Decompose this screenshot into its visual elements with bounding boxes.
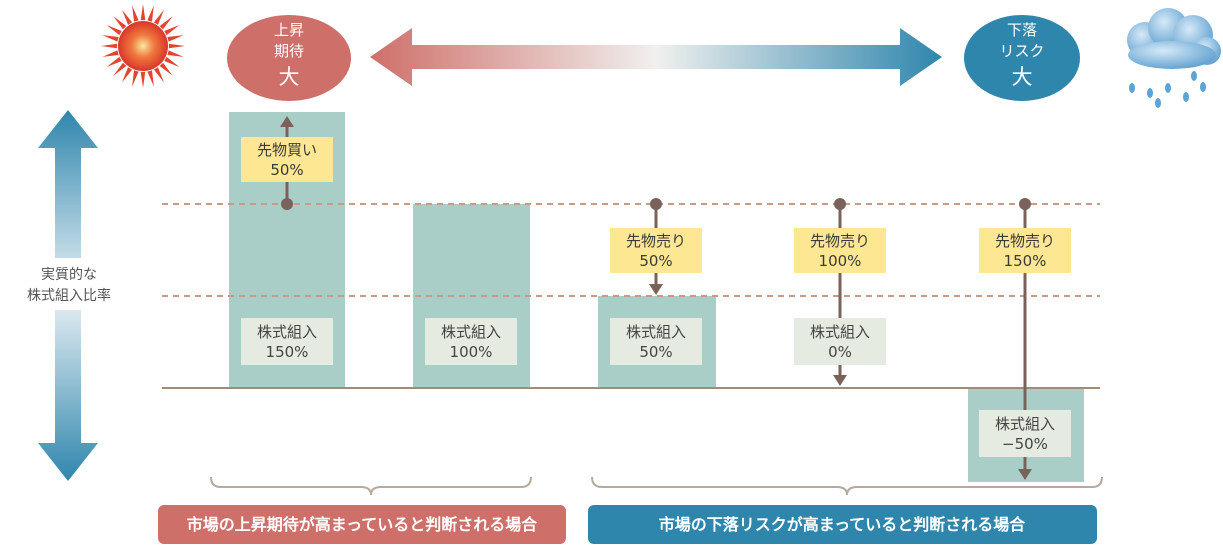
- svg-text:0%: 0%: [828, 343, 852, 361]
- sun-ray: [167, 35, 184, 42]
- sun-ray: [106, 25, 122, 36]
- sun-ray: [102, 50, 119, 57]
- sun-ray: [113, 62, 127, 76]
- sun-icon: [101, 4, 185, 88]
- sun-ray: [167, 50, 184, 57]
- svg-text:100%: 100%: [819, 252, 862, 270]
- banner-upside: 市場の上昇期待が高まっていると判断される場合: [158, 505, 566, 544]
- sun-ray: [147, 70, 154, 87]
- svg-text:50%: 50%: [270, 161, 303, 179]
- sun-ray: [153, 67, 164, 83]
- upside-expectation-bubble: 上昇 期待 大: [223, 11, 355, 105]
- sun-ray: [140, 4, 146, 21]
- upside-bubble-line3: 大: [279, 65, 300, 89]
- stock-label-col2: 株式組入 100%: [425, 318, 517, 365]
- svg-text:株式組入: 株式組入: [257, 323, 317, 341]
- sun-ray: [159, 62, 173, 76]
- downside-bubble-line1: 下落: [1007, 21, 1037, 39]
- futures-box-col1: 先物買い 50%: [241, 137, 333, 182]
- svg-text:市場の下落リスクが高まっていると判断される場合: 市場の下落リスクが高まっていると判断される場合: [659, 515, 1027, 534]
- horizontal-double-arrow: [370, 28, 942, 86]
- svg-text:50%: 50%: [639, 252, 672, 270]
- downside-bubble-line3: 大: [1012, 65, 1033, 89]
- sun-ray: [102, 35, 119, 42]
- svg-text:先物買い: 先物買い: [257, 141, 317, 159]
- sun-ray: [147, 5, 154, 22]
- sun-ray: [106, 56, 122, 67]
- sun-ray: [113, 16, 127, 30]
- svg-text:150%: 150%: [1004, 252, 1047, 270]
- downside-risk-bubble: 下落 リスク 大: [960, 11, 1084, 105]
- stock-label-col1: 株式組入 150%: [241, 318, 333, 365]
- svg-text:株式組入: 株式組入: [810, 323, 870, 341]
- bracket-right: [591, 476, 1103, 496]
- sun-ray: [122, 67, 133, 83]
- stock-label-col5: 株式組入 −50%: [979, 410, 1071, 457]
- svg-text:市場の上昇期待が高まっていると判断される場合: 市場の上昇期待が高まっていると判断される場合: [187, 515, 539, 534]
- svg-text:先物売り: 先物売り: [810, 232, 870, 250]
- sun-ray: [164, 56, 180, 67]
- svg-text:先物売り: 先物売り: [626, 232, 686, 250]
- axis-label-bg: [8, 258, 132, 310]
- sun-ray: [132, 5, 139, 22]
- sun-ray: [132, 70, 139, 87]
- sun-ray: [159, 16, 173, 30]
- upside-bubble-line2: 期待: [274, 42, 304, 60]
- svg-text:株式組入: 株式組入: [626, 323, 686, 341]
- sun-ray: [140, 71, 146, 88]
- futures-box-col3: 先物売り 50%: [610, 228, 702, 273]
- axis-label-line2: 株式組入比率: [27, 287, 111, 304]
- upside-bubble-line1: 上昇: [274, 21, 304, 39]
- banner-downside: 市場の下落リスクが高まっていると判断される場合: [588, 505, 1097, 544]
- sun-ray: [168, 43, 185, 49]
- futures-box-col5: 先物売り 150%: [979, 228, 1071, 273]
- svg-text:株式組入: 株式組入: [995, 415, 1055, 433]
- futures-box-col4: 先物売り 100%: [794, 228, 886, 273]
- sun-ray: [101, 43, 118, 49]
- axis-label-line1: 実質的な: [41, 267, 97, 283]
- rain-cloud-icon: [1127, 8, 1221, 108]
- svg-text:100%: 100%: [450, 343, 493, 361]
- sun-ray: [164, 25, 180, 36]
- svg-text:150%: 150%: [266, 343, 309, 361]
- downside-bubble-line2: リスク: [999, 42, 1044, 60]
- svg-text:株式組入: 株式組入: [441, 323, 501, 341]
- stock-label-col4: 株式組入 0%: [794, 318, 886, 365]
- svg-text:−50%: −50%: [1002, 435, 1048, 453]
- sun-ray: [153, 9, 164, 25]
- sun-ray: [122, 9, 133, 25]
- svg-text:50%: 50%: [639, 343, 672, 361]
- stock-label-col3: 株式組入 50%: [610, 318, 702, 365]
- bracket-left: [210, 476, 532, 496]
- svg-text:先物売り: 先物売り: [995, 232, 1055, 250]
